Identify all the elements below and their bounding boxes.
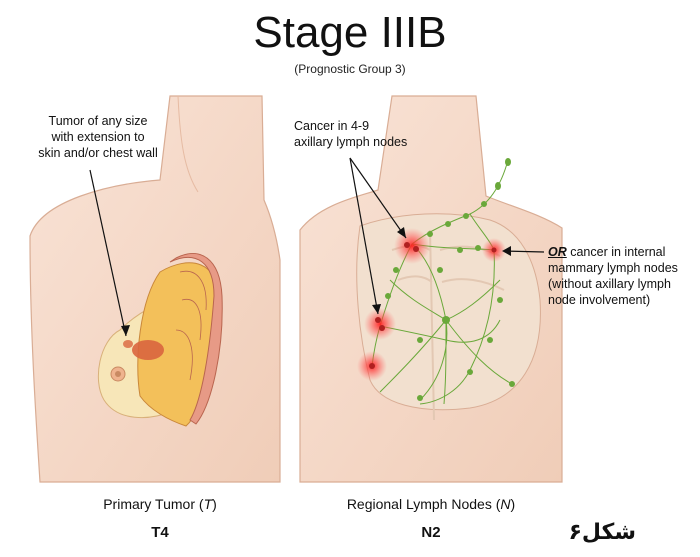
internal-mammary-line-1-text: cancer in internal — [566, 245, 666, 259]
left-caption-text: Primary Tumor — [103, 496, 195, 512]
left-caption: Primary Tumor (T) — [103, 496, 217, 512]
or-emphasis: OR — [548, 245, 567, 259]
internal-mammary-line-1: OR cancer in internal — [548, 244, 688, 260]
cancer-node-highlights — [357, 228, 506, 381]
lymph-nodes — [385, 158, 515, 401]
left-caption-var: T — [203, 496, 213, 512]
axillary-arrows — [349, 157, 545, 315]
breast-cross-section — [97, 253, 223, 427]
internal-mammary-line-2: mammary lymph nodes — [548, 261, 678, 275]
right-caption-text: Regional Lymph Nodes — [346, 496, 492, 512]
axillary-annotation: Cancer in 4-9 axillary lymph nodes — [294, 118, 444, 150]
tumor-annotation-line-2: with extension to — [51, 130, 145, 144]
tumor-annotation: Tumor of any size with extension to skin… — [18, 113, 178, 161]
right-torso-illustration — [299, 95, 563, 483]
left-stage-code: T4 — [151, 524, 169, 541]
right-caption: Regional Lymph Nodes (N) — [346, 496, 516, 512]
tumor-annotation-line-1: Tumor of any size — [48, 114, 148, 128]
internal-mammary-line-3: (without axillary lymph — [548, 277, 671, 291]
tumor-annotation-line-3: skin and/or chest wall — [38, 146, 158, 160]
internal-mammary-line-4: node involvement) — [548, 293, 651, 307]
right-stage-code: N2 — [421, 524, 441, 541]
internal-mammary-annotation: OR cancer in internal mammary lymph node… — [548, 244, 688, 308]
right-caption-var: N — [500, 496, 511, 512]
tumor-arrow — [89, 169, 130, 337]
axillary-annotation-line-2: axillary lymph nodes — [294, 135, 408, 149]
page-subtitle: (Prognostic Group 3) — [294, 62, 406, 76]
page-title: Stage IIIB — [253, 8, 447, 57]
axillary-annotation-line-1: Cancer in 4-9 — [294, 119, 370, 133]
figure-label: شکل۶ — [568, 520, 636, 545]
